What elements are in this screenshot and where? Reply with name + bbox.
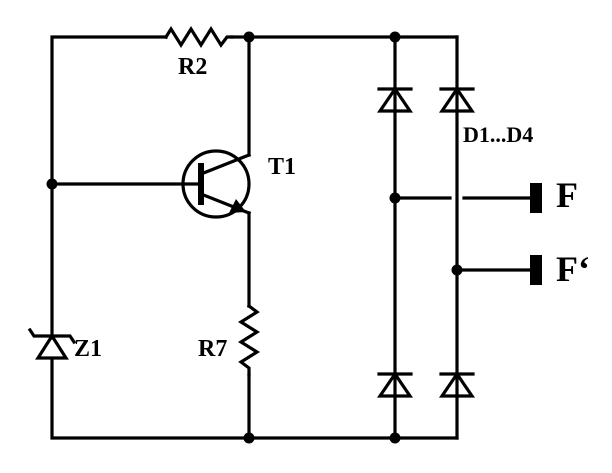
junction-dot: [243, 31, 255, 43]
junction-dot: [46, 178, 58, 190]
junction-dot: [243, 432, 255, 444]
label-f-prime: F‘: [556, 249, 590, 289]
transistor-collector-lead: [198, 152, 252, 177]
diode-d4-symbol: [438, 371, 476, 398]
resistor-r7-symbol: [237, 303, 261, 377]
junction-dot: [389, 432, 401, 444]
label-f: F: [556, 175, 578, 215]
label-r2: R2: [178, 54, 207, 80]
diode-triangle: [438, 371, 476, 398]
terminal-f-prime: [530, 255, 542, 285]
transistor-t1-symbol: [181, 149, 252, 219]
junction-dot: [389, 31, 401, 43]
diode-triangle: [376, 86, 414, 113]
zener-z1-symbol: [27, 327, 77, 360]
label-t1: T1: [268, 154, 296, 180]
zener-triangle: [35, 333, 69, 360]
wire-top-left: [50, 35, 168, 340]
terminal-f: [530, 183, 542, 213]
transistor-circle: [181, 149, 251, 219]
diode-d1-symbol: [376, 86, 414, 113]
emitter-arrow-icon: [229, 199, 246, 213]
wire-bottom-left: [50, 358, 459, 440]
diode-triangle: [438, 86, 476, 113]
junction-dot: [451, 264, 463, 276]
resistor-r2-symbol: [163, 25, 234, 49]
diode-d3-symbol: [376, 371, 414, 398]
junction-dot: [389, 192, 401, 204]
zener-bar: [27, 327, 77, 345]
label-r7: R7: [198, 336, 227, 362]
label-z1: Z1: [74, 336, 102, 362]
diode-triangle: [376, 371, 414, 398]
label-diodes: D1...D4: [463, 122, 533, 147]
diode-d2-symbol: [438, 86, 476, 113]
junctions: [46, 31, 463, 444]
